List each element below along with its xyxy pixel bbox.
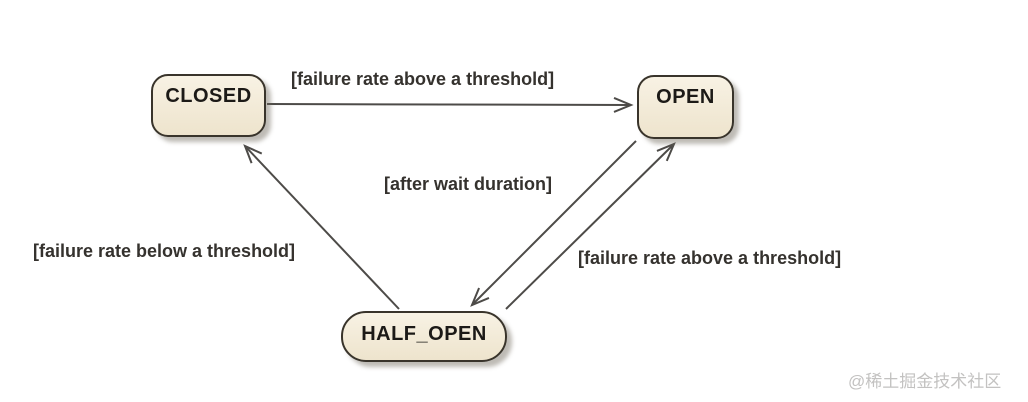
arrow-closed-to-open <box>266 97 634 113</box>
arrow-half-open-to-closed <box>243 144 400 310</box>
transition-label-half-open-to-open: [failure rate above a threshold] <box>578 248 842 268</box>
state-closed: CLOSED <box>151 74 266 137</box>
transition-label-closed-to-open: [failure rate above a threshold] <box>291 69 555 89</box>
transition-label-open-to-half-open: [after wait duration] <box>384 174 553 194</box>
state-open: OPEN <box>637 75 734 139</box>
watermark-text: @稀土掘金技术社区 <box>848 372 1002 391</box>
arrow-half-open-to-open <box>505 142 676 310</box>
transition-label-half-open-to-closed: [failure rate below a threshold] <box>33 241 296 261</box>
state-open-label: OPEN <box>656 86 715 108</box>
arrow-open-to-half-open <box>470 140 637 307</box>
state-half-open-label: HALF_OPEN <box>361 323 487 345</box>
state-closed-label: CLOSED <box>165 85 252 107</box>
state-half-open: HALF_OPEN <box>341 311 507 362</box>
